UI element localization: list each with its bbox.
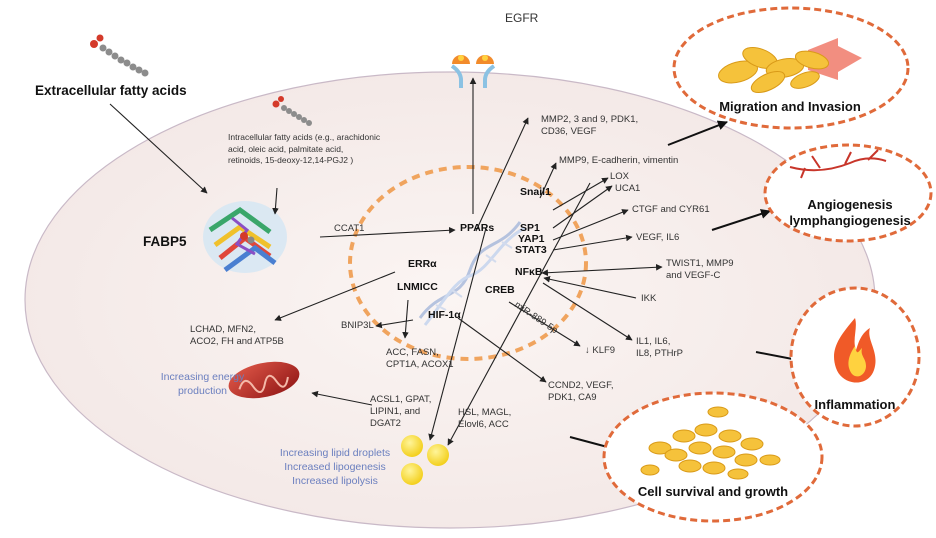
sp1-label: SP1	[520, 222, 540, 234]
fatty-acid-molecule-icon	[272, 96, 312, 126]
blood-vessel-icon	[789, 149, 887, 179]
angio-title: Angiogenesis lymphangiogenesis	[789, 197, 911, 228]
bnip3l-label: BNIP3L	[341, 320, 374, 331]
mitochondrion-icon	[228, 361, 300, 399]
yap1-label: YAP1	[518, 233, 545, 245]
acc-label: ACC, FASN, CPT1A, ACOX1	[386, 347, 454, 370]
il-label: IL1, IL6, IL8, PTHrP	[636, 336, 683, 359]
hsl-label: HSL, MAGL, Elovl6, ACC	[458, 407, 512, 430]
intracellular-label: Intracellular fatty acids (e.g., arachid…	[228, 132, 381, 165]
cell-cluster-icon	[640, 406, 781, 480]
egfr-label: EGFR	[505, 11, 539, 25]
creb-label: CREB	[485, 284, 515, 296]
lipid-label: Increasing lipid droplets Increased lipo…	[279, 447, 391, 487]
klf9-label: ↓ KLF9	[585, 345, 616, 356]
extracellular-label: Extracellular fatty acids	[35, 83, 187, 98]
ppars-label: PPARs	[460, 222, 495, 234]
mmp2-label: MMP2, 3 and 9, PDK1, CD36, VEGF	[541, 114, 639, 137]
inflammation-title: Inflammation	[814, 397, 896, 412]
snail1-label: Snail1	[520, 186, 551, 198]
migration-title: Migration and Invasion	[719, 99, 861, 114]
erra-label: ERRα	[408, 258, 437, 270]
lnmicc-label: LNMICC	[397, 281, 438, 293]
twist-label: TWIST1, MMP9 and VEGF-C	[666, 258, 734, 281]
ctgf-label: CTGF and CYR61	[632, 204, 710, 215]
inflammation-outcome-circle	[789, 286, 921, 428]
ccnd2-label: CCND2, VEGF, PDK1, CA9	[548, 380, 614, 403]
survival-title: Cell survival and growth	[637, 484, 789, 499]
hif-label: HIF-1α	[428, 309, 461, 321]
energy-label: Increasing energy production	[160, 371, 245, 397]
stat3-label: STAT3	[515, 244, 547, 256]
lox-label: LOX	[610, 171, 630, 182]
fire-icon	[834, 318, 876, 383]
fatty-acid-molecule-icon	[90, 34, 149, 77]
nucleus	[348, 165, 588, 361]
egfr-receptor-icon	[450, 55, 496, 88]
fabp5-label: FABP5	[143, 234, 187, 249]
dna-helix-icon	[418, 221, 526, 326]
ikk-label: IKK	[641, 293, 657, 304]
lipid-droplets-icon	[401, 435, 449, 485]
vegfil6-label: VEGF, IL6	[636, 232, 680, 243]
mmp9-label: MMP9, E-cadherin, vimentin	[559, 155, 679, 166]
lchad-label: LCHAD, MFN2, ACO2, FH and ATP5B	[190, 324, 284, 347]
fabp5-protein-icon	[203, 201, 287, 273]
acsl-label: ACSL1, GPAT, LIPIN1, and DGAT2	[370, 394, 432, 429]
cell-survival-outcome-circle	[602, 391, 824, 523]
angiogenesis-outcome-circle	[763, 143, 933, 243]
uca1-label: UCA1	[615, 183, 641, 194]
migration-outcome-circle	[672, 6, 910, 130]
nfkb-label: NFκB	[515, 266, 543, 278]
ccat1-label: CCAT1	[334, 223, 365, 234]
